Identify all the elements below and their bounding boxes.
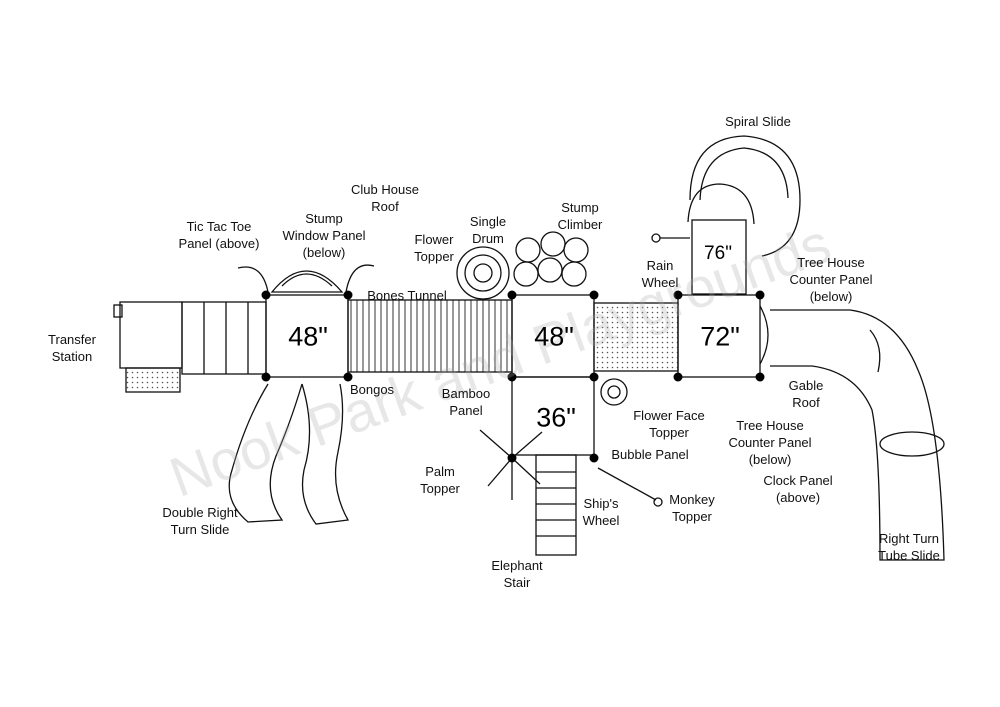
rain-wheel-label: Rain Wheel bbox=[641, 258, 679, 290]
spiral-slide-shape bbox=[687, 135, 801, 295]
flower-face-topper-label: Flower Face Topper bbox=[633, 408, 705, 440]
deck-right-label: 72" bbox=[700, 321, 740, 352]
bongos-label: Bongos bbox=[349, 382, 395, 397]
bones-tunnel-label: Bones Tunnel bbox=[367, 288, 447, 303]
single-drum-label: Single Drum bbox=[469, 214, 507, 246]
elephant-stair-label: Elephant Stair bbox=[491, 558, 543, 590]
tube-slide-shape bbox=[770, 309, 945, 561]
deck-lower-label: 36" bbox=[536, 402, 576, 433]
ships-wheel-label: Ship's Wheel bbox=[582, 496, 620, 528]
right-turn-tube-slide-label: Right Turn Tube Slide bbox=[878, 531, 940, 563]
deck-posts bbox=[261, 290, 765, 463]
palm-topper-label: Palm Topper bbox=[420, 464, 460, 496]
clock-panel-label: Clock Panel (above) bbox=[763, 473, 833, 505]
tree-house-counter-top-label: Tree House Counter Panel (below) bbox=[789, 255, 873, 304]
stump-window-label: Stump Window Panel (below) bbox=[282, 211, 366, 260]
club-house-roof-label: Club House Roof bbox=[351, 182, 419, 214]
deck-left-label: 48" bbox=[288, 321, 328, 352]
gable-roof-label: Gable Roof bbox=[788, 378, 824, 410]
deck-top-label: 76" bbox=[704, 243, 732, 264]
bubble-panel-label: Bubble Panel bbox=[611, 447, 689, 462]
transfer-station-label: Transfer Station bbox=[48, 332, 96, 364]
double-right-turn-slide-label: Double Right Turn Slide bbox=[162, 505, 238, 537]
tic-tac-toe-label: Tic Tac Toe Panel (above) bbox=[178, 219, 260, 251]
deck-center-label: 48" bbox=[534, 321, 574, 352]
flower-topper-label: Flower Topper bbox=[414, 232, 454, 264]
deck-right-shape bbox=[677, 294, 761, 378]
double-slide-shape bbox=[228, 383, 350, 525]
tree-house-counter-bottom-label: Tree House Counter Panel (below) bbox=[728, 418, 812, 467]
elephant-stair-shape bbox=[535, 454, 577, 556]
transfer-station-shape bbox=[113, 301, 267, 393]
stump-climber-label: Stump Climber bbox=[557, 200, 603, 232]
bamboo-panel-label: Bamboo Panel bbox=[441, 386, 491, 418]
monkey-topper-label: Monkey Topper bbox=[669, 492, 715, 524]
spiral-slide-label: Spiral Slide bbox=[725, 114, 791, 129]
